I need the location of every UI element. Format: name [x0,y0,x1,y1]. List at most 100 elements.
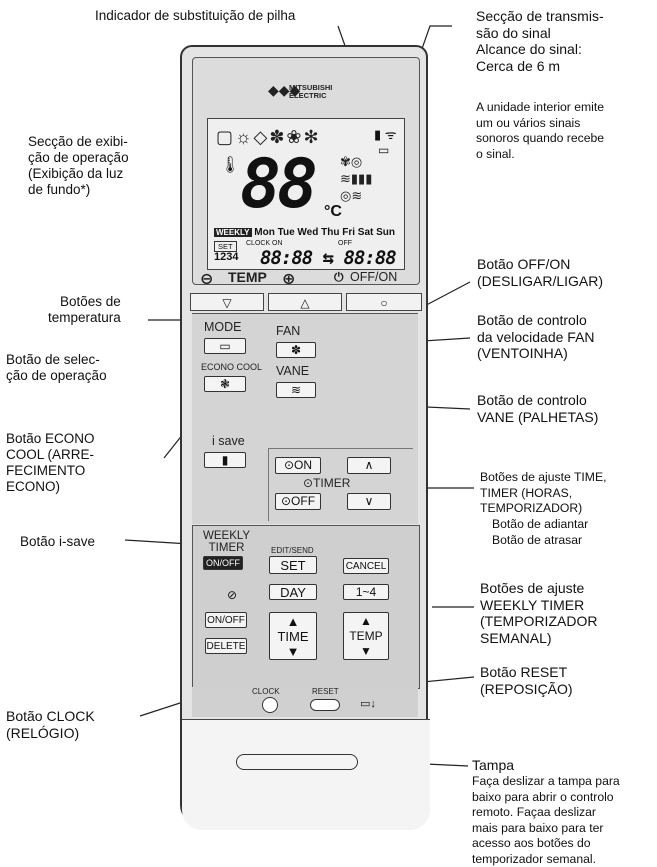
lcd-set-tag: SET [214,241,237,252]
temp-up-button[interactable]: △ [268,293,342,311]
econo-caption: ECONO COOL [201,362,263,372]
cover-slot [236,754,358,770]
remote-shell: ◆◆◆ MITSUBISHI ELECTRIC ▢☼◇✽❀✻ ▮ ᯤ ▭ 🌡 8… [180,45,430,830]
temp-down-button[interactable]: ▽ [190,293,264,311]
vane-icon: ≋ [290,383,302,397]
isave-icon: ▮ [221,453,229,467]
label-delay-button: Botão de atrasar [492,533,583,547]
weekly-onoff-button[interactable]: ON/OFF [203,556,243,570]
triangle-down-icon: ▽ [222,296,232,310]
timer-advance-button[interactable]: ∧ [347,457,391,474]
plus-icon: ⊕ [282,271,296,288]
label-transmit-note: A unidade interior emite um ou vários si… [476,100,605,161]
weekly-temp-label: TEMP [349,629,383,643]
time-up-icon: ▲ [286,614,300,629]
timer-caption-text: TIMER [313,476,351,490]
minus-icon: ⊖ [200,271,214,288]
label-cover: Tampa [472,757,515,773]
weekly-timer-caption: WEEKLY TIMER [203,530,251,554]
brand-logo: MITSUBISHI ELECTRIC [289,83,333,100]
vane-button[interactable]: ≋ [276,382,316,398]
fan-vane-icons: ✾◎≋▮▮▮◎≋ [340,154,373,203]
label-offon-button: Botão OFF/ON (DESLIGAR/LIGAR) [477,256,604,289]
time-button[interactable]: ▲ TIME ▼ [269,612,317,660]
lcd-unit: °C [324,203,342,220]
timer-caption: ⊙TIMER [303,476,350,490]
offon-caption: OFF/ON [350,270,398,284]
lcd-weekly-tag: WEEKLY [214,228,252,237]
fan-icon: ✽ [290,343,302,357]
timer-delay-button[interactable]: ∨ [347,493,391,510]
reset-caption: RESET [312,687,339,696]
weekly-temp-button[interactable]: ▲ TEMP ▼ [343,612,389,660]
lcd-display: ▢☼◇✽❀✻ ▮ ᯤ ▭ 🌡 88 °C ✾◎≋▮▮▮◎≋ WEEKLY Mon… [207,118,405,270]
timer-clock-icon: ⊙ [303,476,314,490]
lcd-clock-on: CLOCK ON [246,240,283,247]
signal-icon: ▮ ᯤ [374,127,397,142]
label-time-timer-buttons: Botões de ajuste TIME, TIMER (HORAS, TEM… [480,470,607,515]
econo-icon: ❃ [219,377,231,391]
temp-up-icon: ▲ [360,614,372,628]
top-button-row: ▽ △ ○ [190,293,422,313]
label-display-section: Secção de exibi- ção de operação (Exibiç… [28,134,129,197]
clock-button[interactable] [262,697,278,713]
reset-button[interactable] [310,699,340,711]
lcd-timer-digits: 88:88 ⇆ 88:88 [260,247,397,269]
temp-caption: TEMP [228,269,267,285]
middle-panel: MODE ▭ FAN ✽ ECONO COOL ❃ VANE ≋ i save … [192,313,418,524]
triangle-up-icon: △ [300,296,310,310]
econo-cool-button[interactable]: ❃ [204,376,246,392]
isave-caption: i save [212,434,245,448]
time-label: TIME [277,629,309,644]
slide-cover[interactable] [182,719,430,830]
timer-off-button[interactable]: ⊙OFF [275,493,321,510]
timer-on-label: ON [294,458,313,472]
label-mode-button: Botão de selec- ção de operação [6,352,107,383]
weekly-timer-panel: WEEKLY TIMER ON/OFF EDIT/SEND SET CANCEL… [192,525,420,689]
label-cover-note: Faça deslizar a tampa para baixo para ab… [472,774,620,866]
mitsubishi-logo-icon: ◆◆◆ [268,82,301,98]
label-advance-button: Botão de adiantar [492,517,589,531]
clock-caption: CLOCK [252,687,280,696]
mode-caption: MODE [204,320,242,334]
timer-on-button[interactable]: ⊙ON [275,457,321,474]
program-range-button[interactable]: 1~4 [343,584,389,600]
label-reset-button: Botão RESET (REPOSIÇÃO) [480,664,573,697]
label-battery-indicator: Indicador de substituição de pilha [95,8,296,23]
thermometer-icon: 🌡 [220,157,241,174]
isave-button[interactable]: ▮ [204,452,246,468]
delete-button[interactable]: DELETE [205,638,247,654]
label-econo-button: Botão ECONO COOL (ARRE- FECIMENTO ECONO) [6,431,95,494]
label-transmit-section: Secção de transmis- são do sinal Alcance… [476,8,604,74]
power-icon: ⏻ [334,270,344,284]
weekly-on-off-button[interactable]: ON/OFF [205,612,247,628]
fan-button[interactable]: ✽ [276,342,316,358]
lcd-days: Mon Tue Wed Thu Fri Sat Sun [254,227,396,238]
label-vane-button: Botão de controlo VANE (PALHETAS) [477,392,599,425]
battery-compartment-icon: ▭↓ [360,698,376,710]
lcd-temperature-digits: 88 [240,145,318,224]
chevron-down-icon: ∨ [364,494,374,508]
clock-off-icon: ⊙ [280,494,292,508]
mode-button[interactable]: ▭ [204,338,246,354]
lcd-off-tag: OFF [338,240,352,247]
cancel-button[interactable]: CANCEL [343,558,389,574]
top-panel: ◆◆◆ MITSUBISHI ELECTRIC ▢☼◇✽❀✻ ▮ ᯤ ▭ 🌡 8… [192,57,420,285]
fan-caption: FAN [276,324,301,338]
dash-icon: ▭ [219,339,231,353]
circle-icon: ○ [380,296,388,310]
label-temp-buttons: Botões de temperatura [48,294,121,325]
offon-button[interactable]: ○ [346,293,422,311]
edit-send-caption: EDIT/SEND [271,546,314,555]
label-clock-button: Botão CLOCK (RELÓGIO) [6,708,95,741]
lcd-program-numbers: 1234 [214,251,239,263]
temp-bar: ⊖ TEMP ⊕ ⏻ OFF/ON [200,269,420,291]
day-button[interactable]: DAY [269,584,317,600]
remote-control: ◆◆◆ MITSUBISHI ELECTRIC ▢☼◇✽❀✻ ▮ ᯤ ▭ 🌡 8… [180,45,430,835]
timer-off-label: OFF [291,494,316,508]
clock-symbol-icon: ⊘ [227,588,238,602]
label-isave-button: Botão i-save [20,534,96,549]
set-button[interactable]: SET [269,556,317,574]
time-down-icon: ▼ [286,644,300,659]
clock-icon: ⊙ [283,458,295,472]
